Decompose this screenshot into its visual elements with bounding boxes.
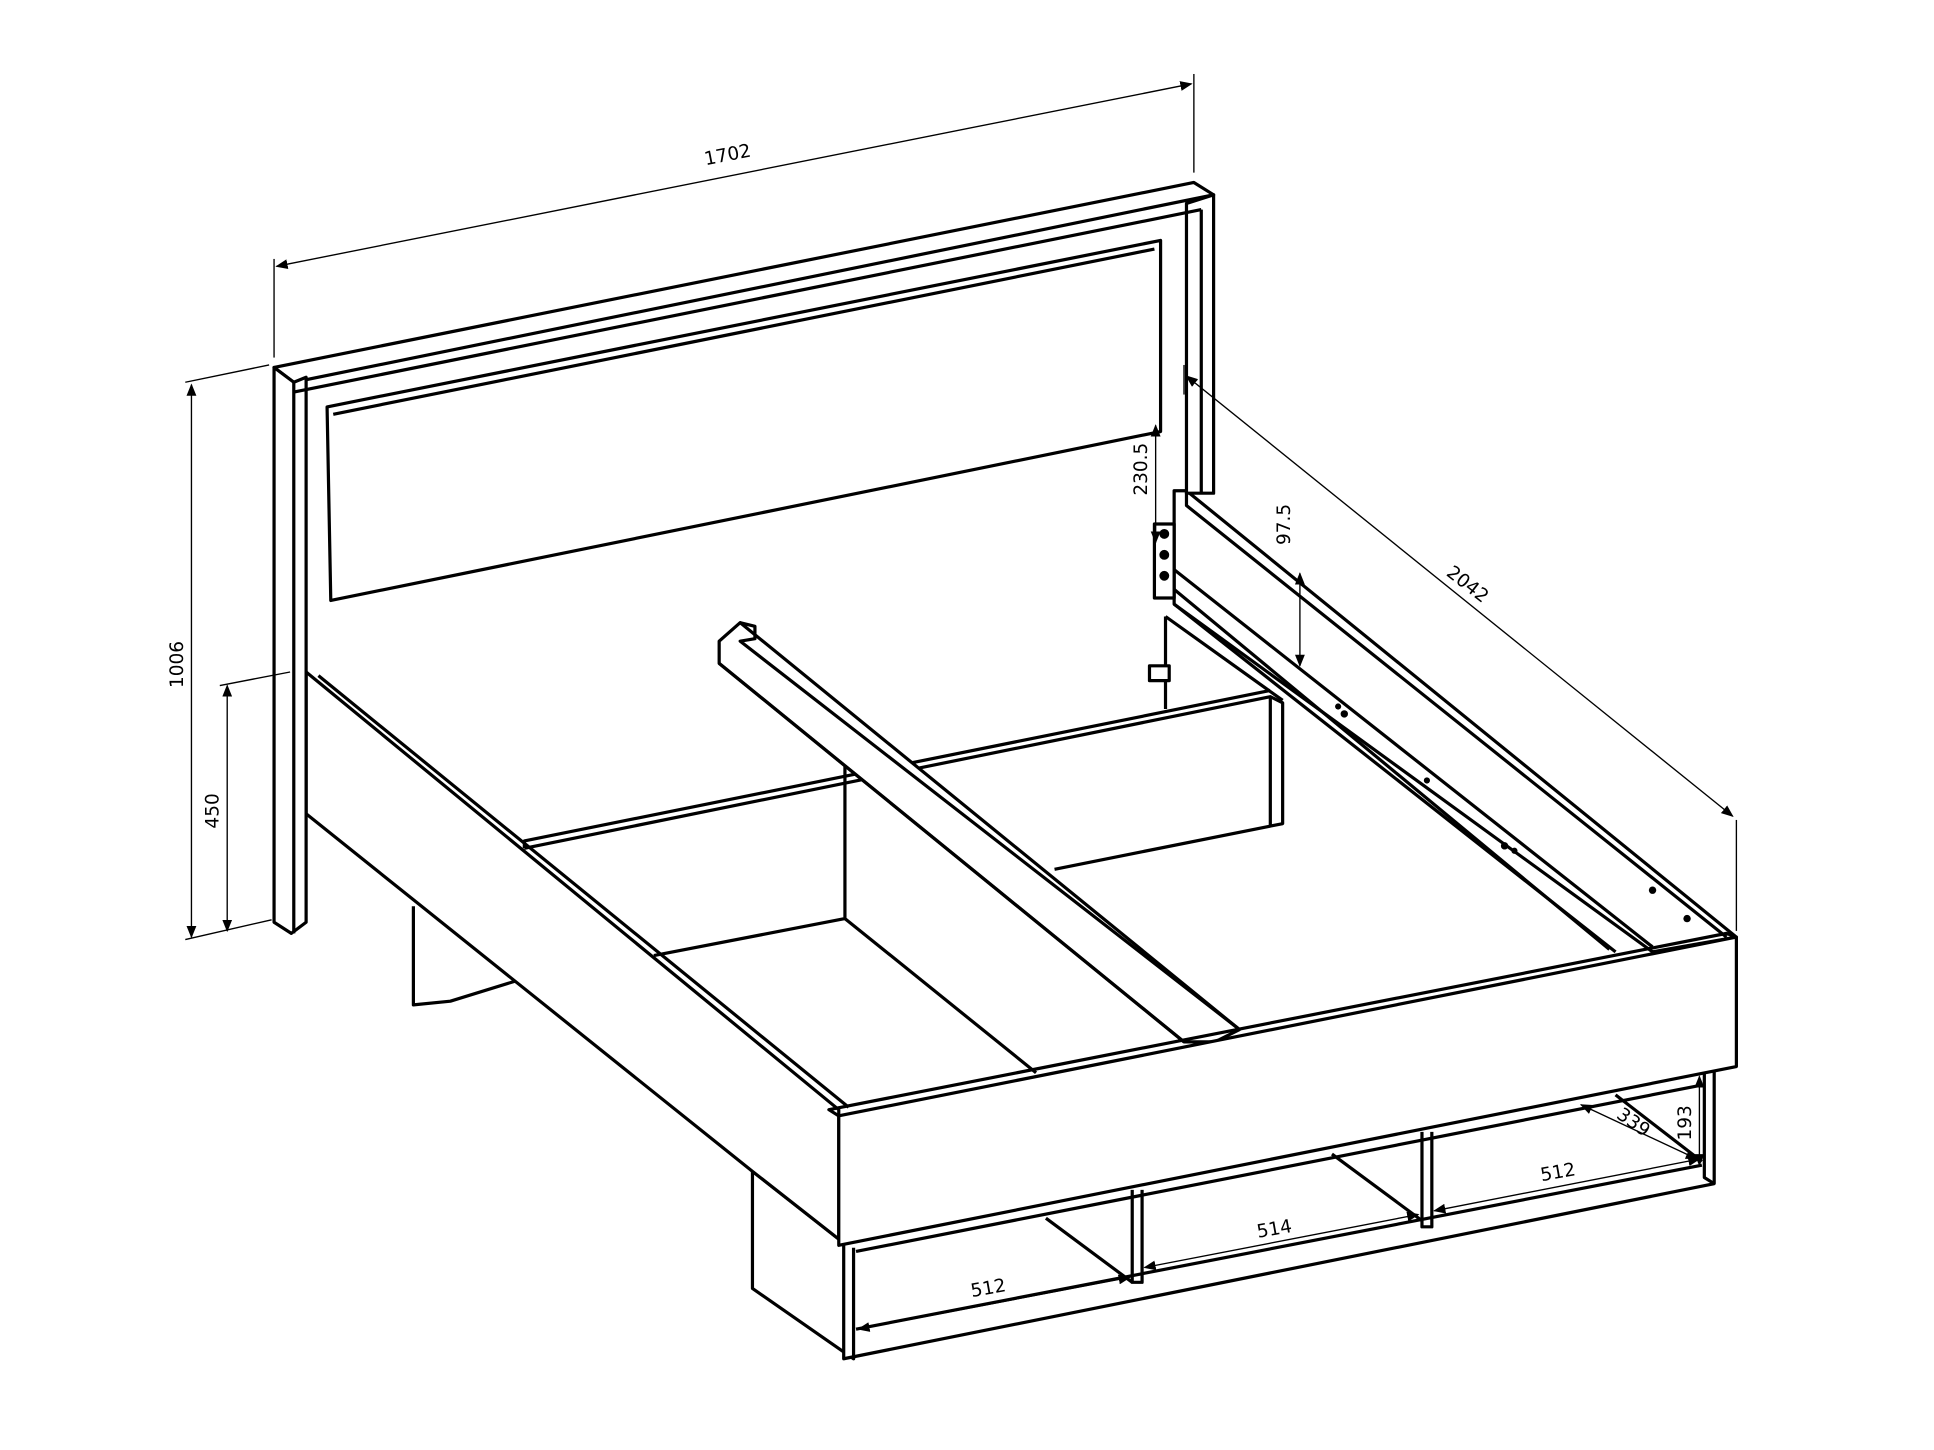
dim-fitting-offset: 230.5 (1131, 443, 1152, 496)
dim-length: 2042 (1442, 562, 1492, 608)
right-side-rail (1152, 489, 1738, 954)
dim-headboard-height: 1006 (167, 641, 188, 688)
left-side-rail (304, 670, 850, 1241)
dim-rail-offset: 97.5 (1274, 504, 1295, 545)
footboard (827, 931, 1738, 1247)
dim-compartment-height: 193 (1675, 1105, 1696, 1140)
dim-frame-height: 450 (203, 793, 224, 828)
dimension-lines (185, 73, 1738, 1332)
center-support-beam (717, 621, 1242, 1044)
dim-width: 1702 (703, 141, 753, 171)
